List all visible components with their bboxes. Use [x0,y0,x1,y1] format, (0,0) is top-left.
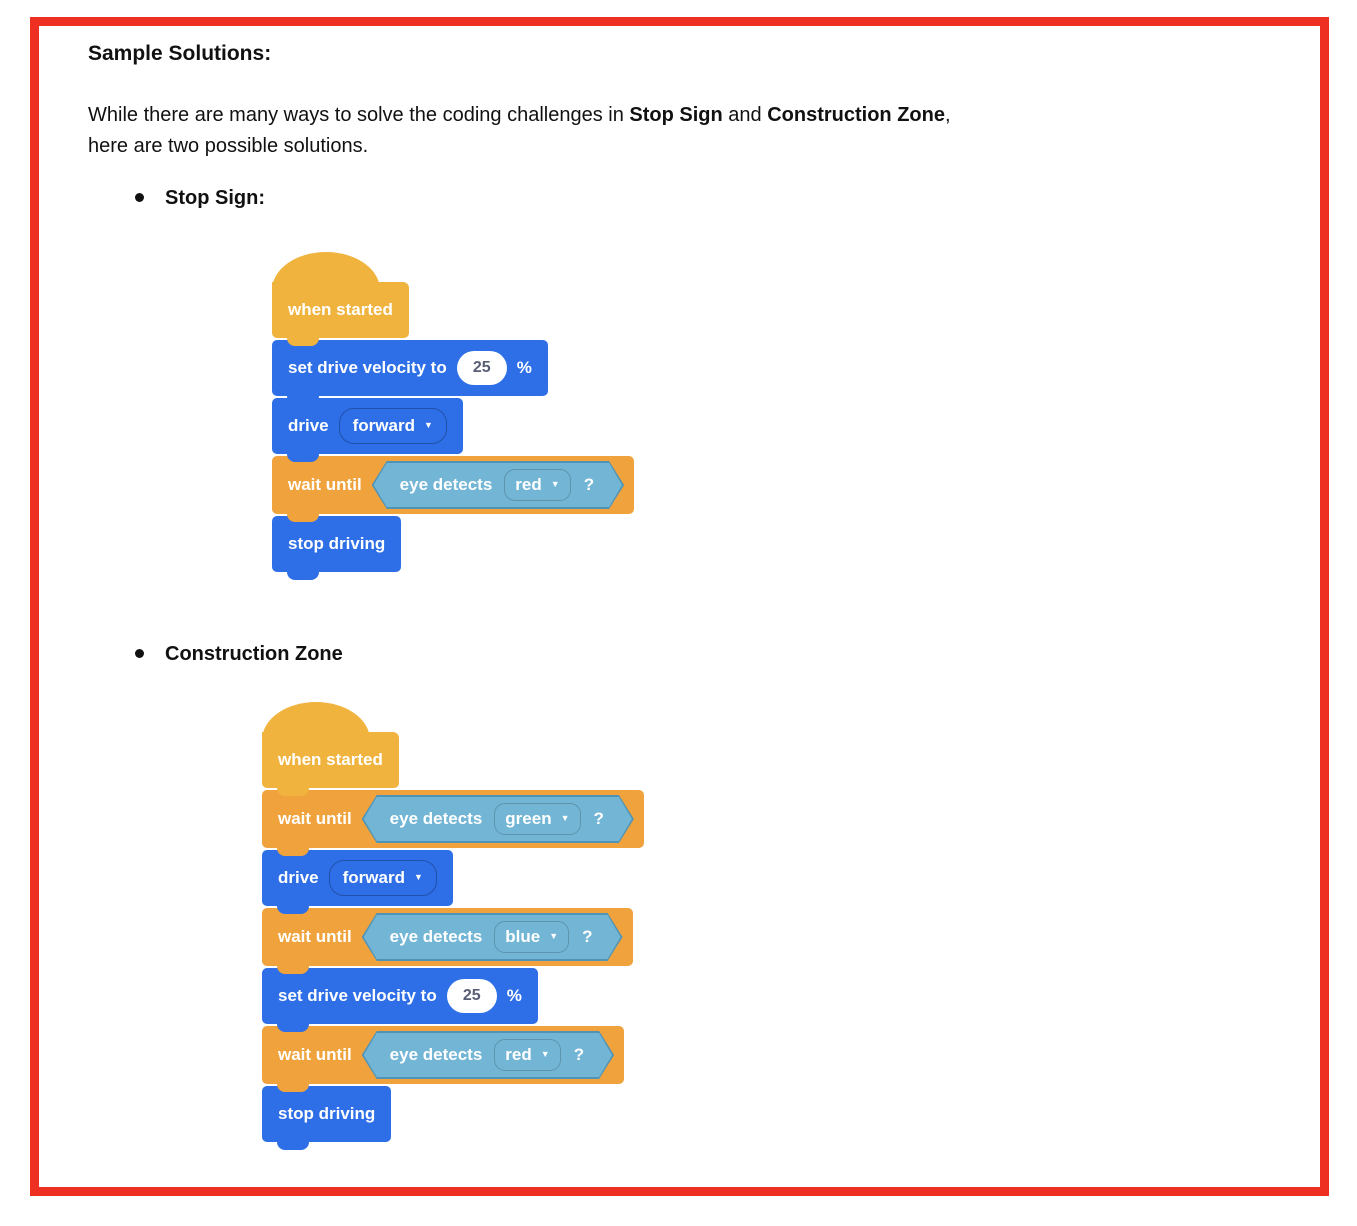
intro-paragraph: While there are many ways to solve the c… [88,100,1290,162]
color-dropdown: red ▼ [504,469,570,501]
dropdown-caret-icon: ▼ [413,871,423,882]
intro-text: , [944,104,951,126]
block-when-started: when started [262,702,399,796]
question-mark: ? [593,809,604,828]
block-label: wait until [278,1045,352,1064]
velocity-value-field: 25 [446,979,497,1013]
dropdown-caret-icon: ▼ [540,1048,550,1059]
block-label: wait until [288,475,362,494]
condition-label: eye detects [389,927,483,946]
boolean-condition-hexagon: eye detects red ▼ ? [372,461,624,509]
bullet-item-stop-sign: Stop Sign: [88,186,1290,210]
block-label: set drive velocity to [288,358,447,377]
block-label: wait until [278,927,352,946]
boolean-condition-hexagon: eye detects green ▼ ? [362,795,634,843]
intro-text-line2: here are two possible solutions. [88,135,369,157]
bullet-label: Construction Zone [165,643,343,665]
dropdown-value: forward [352,416,415,435]
dropdown-caret-icon: ▼ [423,419,433,430]
question-mark: ? [582,927,593,946]
boolean-condition-hexagon: eye detects blue ▼ ? [362,913,623,961]
color-dropdown: blue ▼ [494,921,569,953]
block-when-started: when started [272,252,409,346]
direction-dropdown: forward ▼ [328,860,437,896]
dropdown-caret-icon: ▼ [549,930,559,941]
page-title: Sample Solutions: [88,42,272,65]
block-stack-construction-zone: when started wait until eye detects gree… [262,702,1290,1150]
block-label: stop driving [278,1104,376,1123]
block-label: when started [288,300,393,319]
block-stack-stop-sign: when started set drive velocity to 25 % … [272,252,1290,580]
block-stop-driving: stop driving [272,516,402,580]
velocity-value-field: 25 [456,351,507,385]
block-label: when started [278,750,383,769]
dropdown-value: blue [505,927,541,946]
question-mark: ? [583,475,595,494]
bullet-item-construction-zone: Construction Zone [88,642,1290,666]
question-mark: ? [573,1045,585,1064]
block-label: drive [278,868,319,887]
block-wait-until: wait until eye detects red ▼ ? [262,1026,625,1092]
bullet-label: Stop Sign: [165,187,265,209]
block-set-drive-velocity: set drive velocity to 25 % [262,968,538,1032]
color-dropdown: red ▼ [494,1039,560,1071]
block-label: stop driving [288,534,386,553]
intro-text: and [722,104,768,126]
intro-bold-construction-zone: Construction Zone [767,104,945,126]
block-drive: drive forward ▼ [272,398,463,462]
block-label: set drive velocity to [278,986,437,1005]
block-drive: drive forward ▼ [262,850,453,914]
dropdown-caret-icon: ▼ [560,812,570,823]
color-dropdown: green ▼ [494,803,580,835]
condition-label: eye detects [389,1045,483,1064]
dropdown-value: forward [342,868,405,887]
block-wait-until: wait until eye detects blue ▼ ? [262,908,633,974]
dropdown-value: green [505,809,552,828]
unit-label: % [506,986,522,1005]
block-wait-until: wait until eye detects red ▼ ? [272,456,635,522]
condition-label: eye detects [389,809,483,828]
boolean-condition-hexagon: eye detects red ▼ ? [362,1031,614,1079]
block-label: wait until [278,809,352,828]
direction-dropdown: forward ▼ [338,408,447,444]
red-border-frame: Sample Solutions: While there are many w… [30,17,1329,1196]
dropdown-value: red [515,475,542,494]
dropdown-caret-icon: ▼ [550,478,560,489]
block-wait-until: wait until eye detects green ▼ ? [262,790,644,856]
block-set-drive-velocity: set drive velocity to 25 % [272,340,548,404]
intro-text: While there are many ways to solve the c… [88,104,630,126]
condition-label: eye detects [399,475,493,494]
block-stop-driving: stop driving [262,1086,392,1150]
intro-bold-stop-sign: Stop Sign [629,104,723,126]
block-label: drive [288,416,329,435]
unit-label: % [516,358,532,377]
dropdown-value: red [505,1045,532,1064]
